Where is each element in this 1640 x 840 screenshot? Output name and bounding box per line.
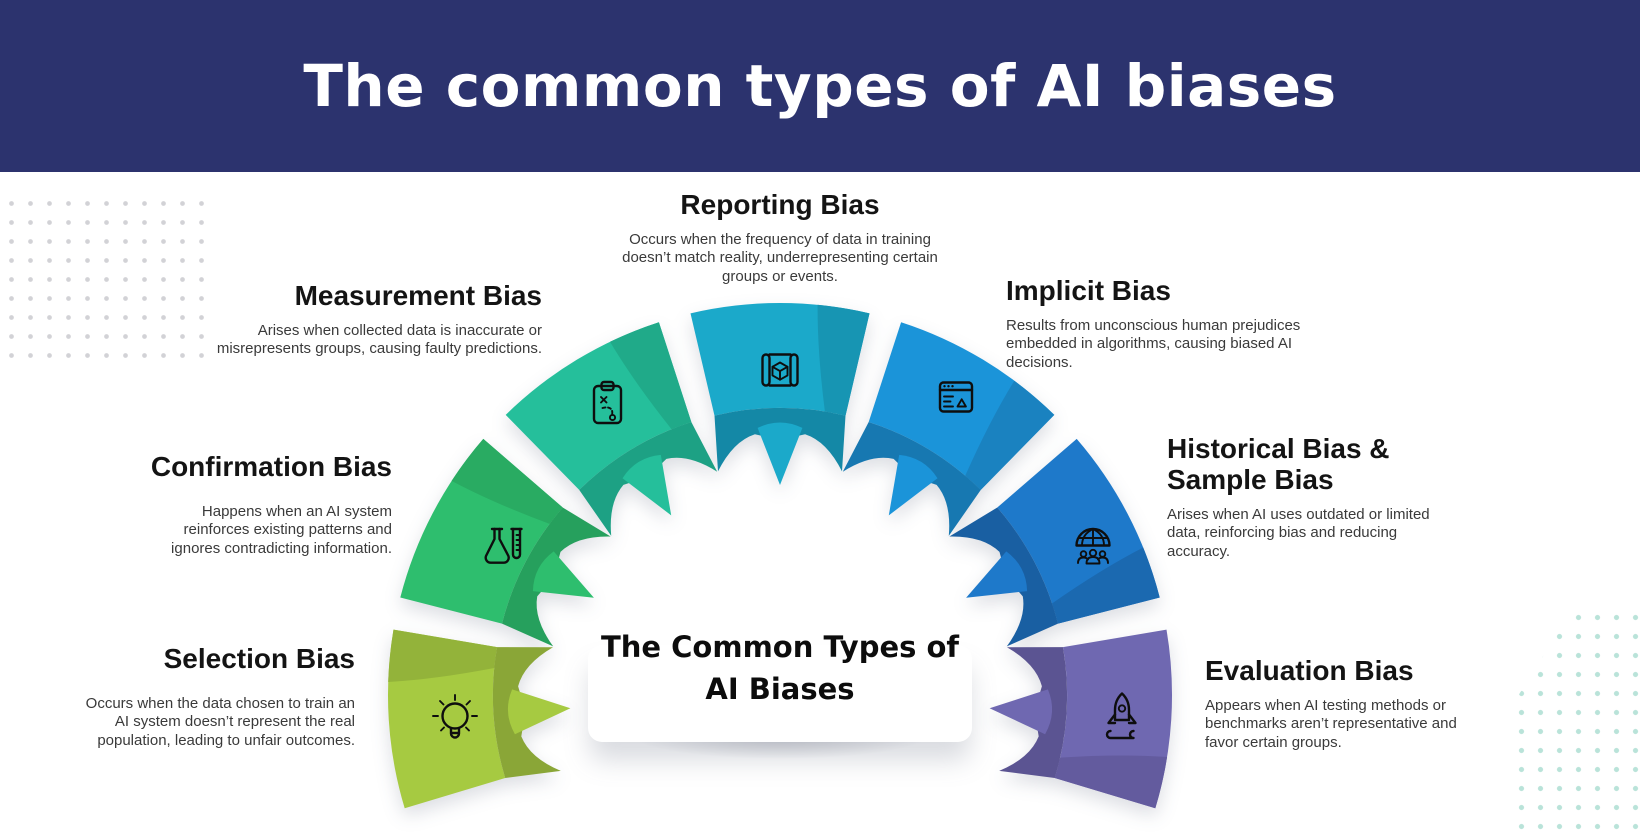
- bias-description-historical: Arises when AI uses outdated or limited …: [1167, 505, 1430, 560]
- bias-title-measurement: Measurement Bias: [294, 280, 542, 311]
- scroll-cube-icon: [748, 339, 812, 403]
- rocket-icon: [1090, 684, 1154, 748]
- lightbulb-icon: [423, 688, 487, 752]
- bias-description-confirmation: Happens when an AI system reinforces exi…: [171, 502, 392, 557]
- bias-description-reporting: Occurs when the frequency of data in tra…: [622, 230, 938, 285]
- wedge-evaluation: [989, 629, 1173, 809]
- wedge-confirmation: [400, 438, 611, 647]
- wedge-historical: [949, 438, 1160, 647]
- bias-block-implicit: Implicit Bias Results from unconscious h…: [1006, 275, 1308, 373]
- bias-title-confirmation: Confirmation Bias: [150, 451, 392, 482]
- browser-chart-icon: [924, 365, 988, 429]
- dot-pattern-top-left: [2, 194, 204, 372]
- header-banner: The common types of AI biases: [0, 0, 1640, 172]
- bias-title-evaluation: Evaluation Bias: [1205, 655, 1414, 686]
- flask-icon: [468, 516, 532, 580]
- center-title-line2: AI Biases: [705, 672, 855, 706]
- bias-description-selection: Occurs when the data chosen to train an …: [85, 694, 355, 749]
- bias-block-evaluation: Evaluation Bias Appears when AI testing …: [1205, 655, 1465, 753]
- center-card: [588, 645, 972, 742]
- bias-title-reporting: Reporting Bias: [680, 189, 880, 220]
- clipboard-strategy-icon: [575, 371, 639, 435]
- center-title: The Common Types of AI Biases: [580, 626, 980, 710]
- bias-block-reporting: Reporting Bias Occurs when the frequency…: [618, 189, 942, 287]
- globe-team-icon: [1061, 513, 1125, 577]
- bias-description-implicit: Results from unconscious human prejudice…: [1006, 316, 1301, 371]
- wedge-measurement: [505, 322, 718, 536]
- bias-block-measurement: Measurement Bias Arises when collected d…: [182, 280, 542, 359]
- bias-description-measurement: Arises when collected data is inaccurate…: [216, 321, 542, 358]
- bias-block-selection: Selection Bias Occurs when the data chos…: [83, 643, 355, 751]
- page-title: The common types of AI biases: [303, 52, 1337, 120]
- bias-description-evaluation: Appears when AI testing methods or bench…: [1205, 696, 1457, 751]
- bias-title-historical: Historical Bias & Sample Bias: [1167, 433, 1390, 495]
- bias-block-historical: Historical Bias & Sample Bias Arises whe…: [1167, 433, 1449, 561]
- bias-title-selection: Selection Bias: [163, 643, 355, 674]
- wedge-reporting: [690, 303, 870, 485]
- bias-block-confirmation: Confirmation Bias Happens when an AI sys…: [142, 451, 392, 559]
- center-title-line1: The Common Types of: [600, 630, 960, 664]
- wedge-selection: [387, 629, 571, 809]
- bias-title-implicit: Implicit Bias: [1006, 275, 1171, 306]
